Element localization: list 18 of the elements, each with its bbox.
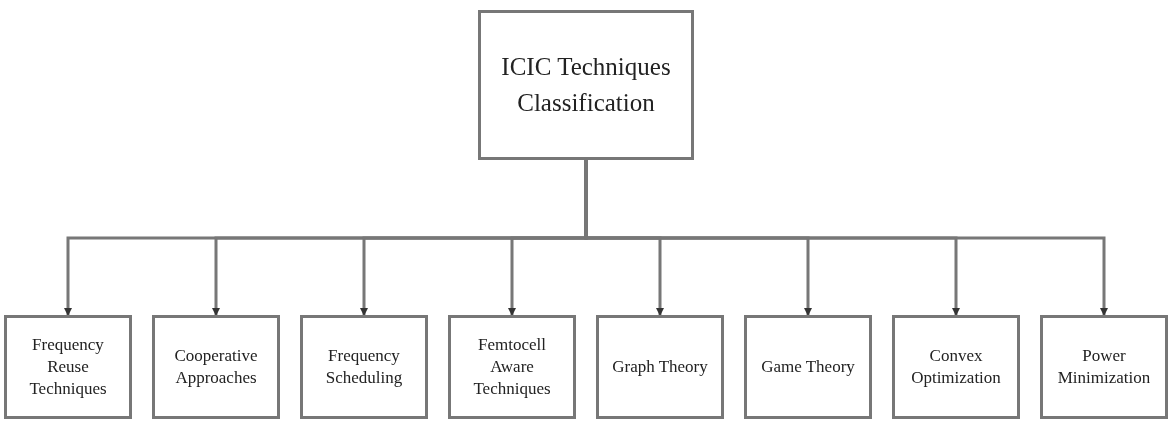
box-label: Convex Optimization <box>910 344 1002 389</box>
box-label: Cooperative Approaches <box>173 344 259 389</box>
category-box <box>448 315 576 419</box>
category-box <box>596 315 724 419</box>
box-label: Femtocell Aware Techniques <box>472 333 552 401</box>
box-label: ICIC Techniques Classification <box>500 51 672 118</box>
category-box <box>478 10 694 160</box>
category-box <box>744 315 872 419</box>
box-label: Frequency Reuse Techniques <box>28 333 108 401</box>
box-label: Frequency Scheduling <box>324 344 404 389</box>
box-label: Graph Theory <box>612 355 708 378</box>
category-box <box>1040 315 1168 419</box>
box-label: Game Theory <box>761 355 855 378</box>
category-box <box>300 315 428 419</box>
category-box <box>152 315 280 419</box>
category-box <box>4 315 132 419</box>
category-box <box>892 315 1020 419</box>
box-label: Power Minimization <box>1056 344 1152 389</box>
